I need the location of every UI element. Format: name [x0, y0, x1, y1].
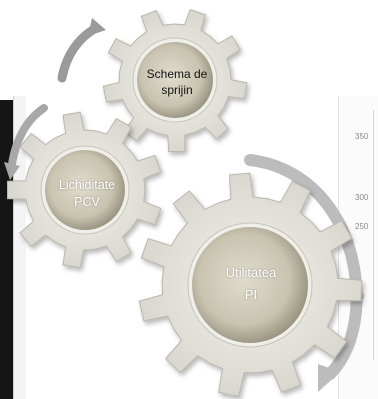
- gear-label-line: Lichiditate: [58, 178, 116, 192]
- gear-center: [192, 227, 308, 343]
- curved-arrow-right: [244, 154, 363, 380]
- curved-arrow-top: [57, 23, 101, 83]
- chart-axis-line: [373, 110, 374, 360]
- curved-arrow-left: [8, 104, 48, 168]
- gear-center: [137, 42, 213, 118]
- gear-schema: [102, 8, 248, 153]
- gear-label-schema: Schema de sprijin: [127, 66, 227, 98]
- gear-label-lichiditate: Lichiditate PCV: [37, 177, 137, 211]
- axis-tick-label: 300: [355, 193, 369, 202]
- gear-label-line: Utilitatea: [225, 265, 277, 280]
- gear-label-line: sprijin: [161, 83, 193, 98]
- axis-tick-label: 350: [355, 132, 369, 141]
- arrow-head-right: [318, 364, 340, 392]
- gear-utilitatea: [138, 172, 363, 397]
- axis-tick-label: 250: [355, 222, 369, 231]
- gear-label-line: PCV: [74, 194, 100, 209]
- gear-label-line: Schema de: [146, 67, 208, 81]
- arrow-head-left: [4, 162, 20, 180]
- gear-lichiditate: [7, 111, 162, 269]
- gear-label-line: PI: [244, 287, 258, 303]
- gear-center: [45, 150, 125, 230]
- left-slide-frame: [13, 96, 26, 399]
- arrow-head-top: [88, 18, 106, 36]
- gear-label-utilitatea: Utilitatea PI: [196, 262, 306, 306]
